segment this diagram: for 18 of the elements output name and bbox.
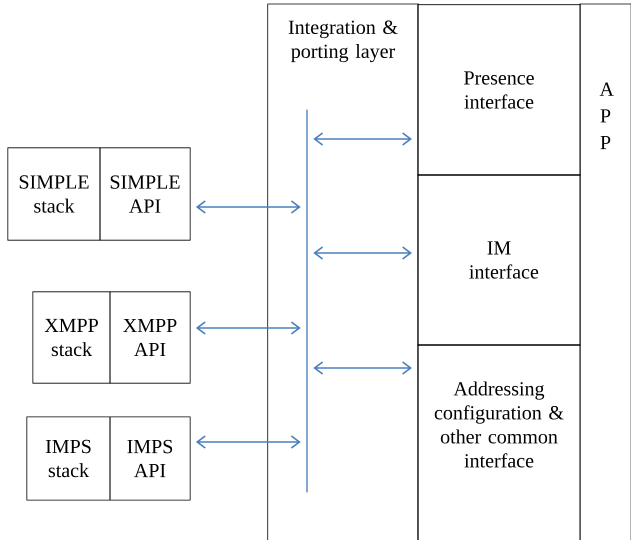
arrow [196,200,301,214]
arrow [313,132,412,146]
stack-box: SIMPLE stack [7,147,101,241]
arrow [313,246,412,260]
interface-box: Addressing configuration & other common interface [417,344,581,540]
stack-box: XMPP stack [32,291,111,384]
arrow [196,321,301,335]
stack-box: IMPS stack [26,416,111,501]
app-box: A P P [580,4,631,540]
interface-box: IM interface [417,174,581,346]
api-box: XMPP API [109,291,191,384]
arrow [196,435,301,449]
layer-box: Integration & porting layer [267,4,419,540]
arrow [313,361,412,375]
interface-box: Presence interface [417,4,581,176]
api-box: SIMPLE API [99,147,191,241]
bus-line [306,110,308,492]
api-box: IMPS API [109,416,191,501]
